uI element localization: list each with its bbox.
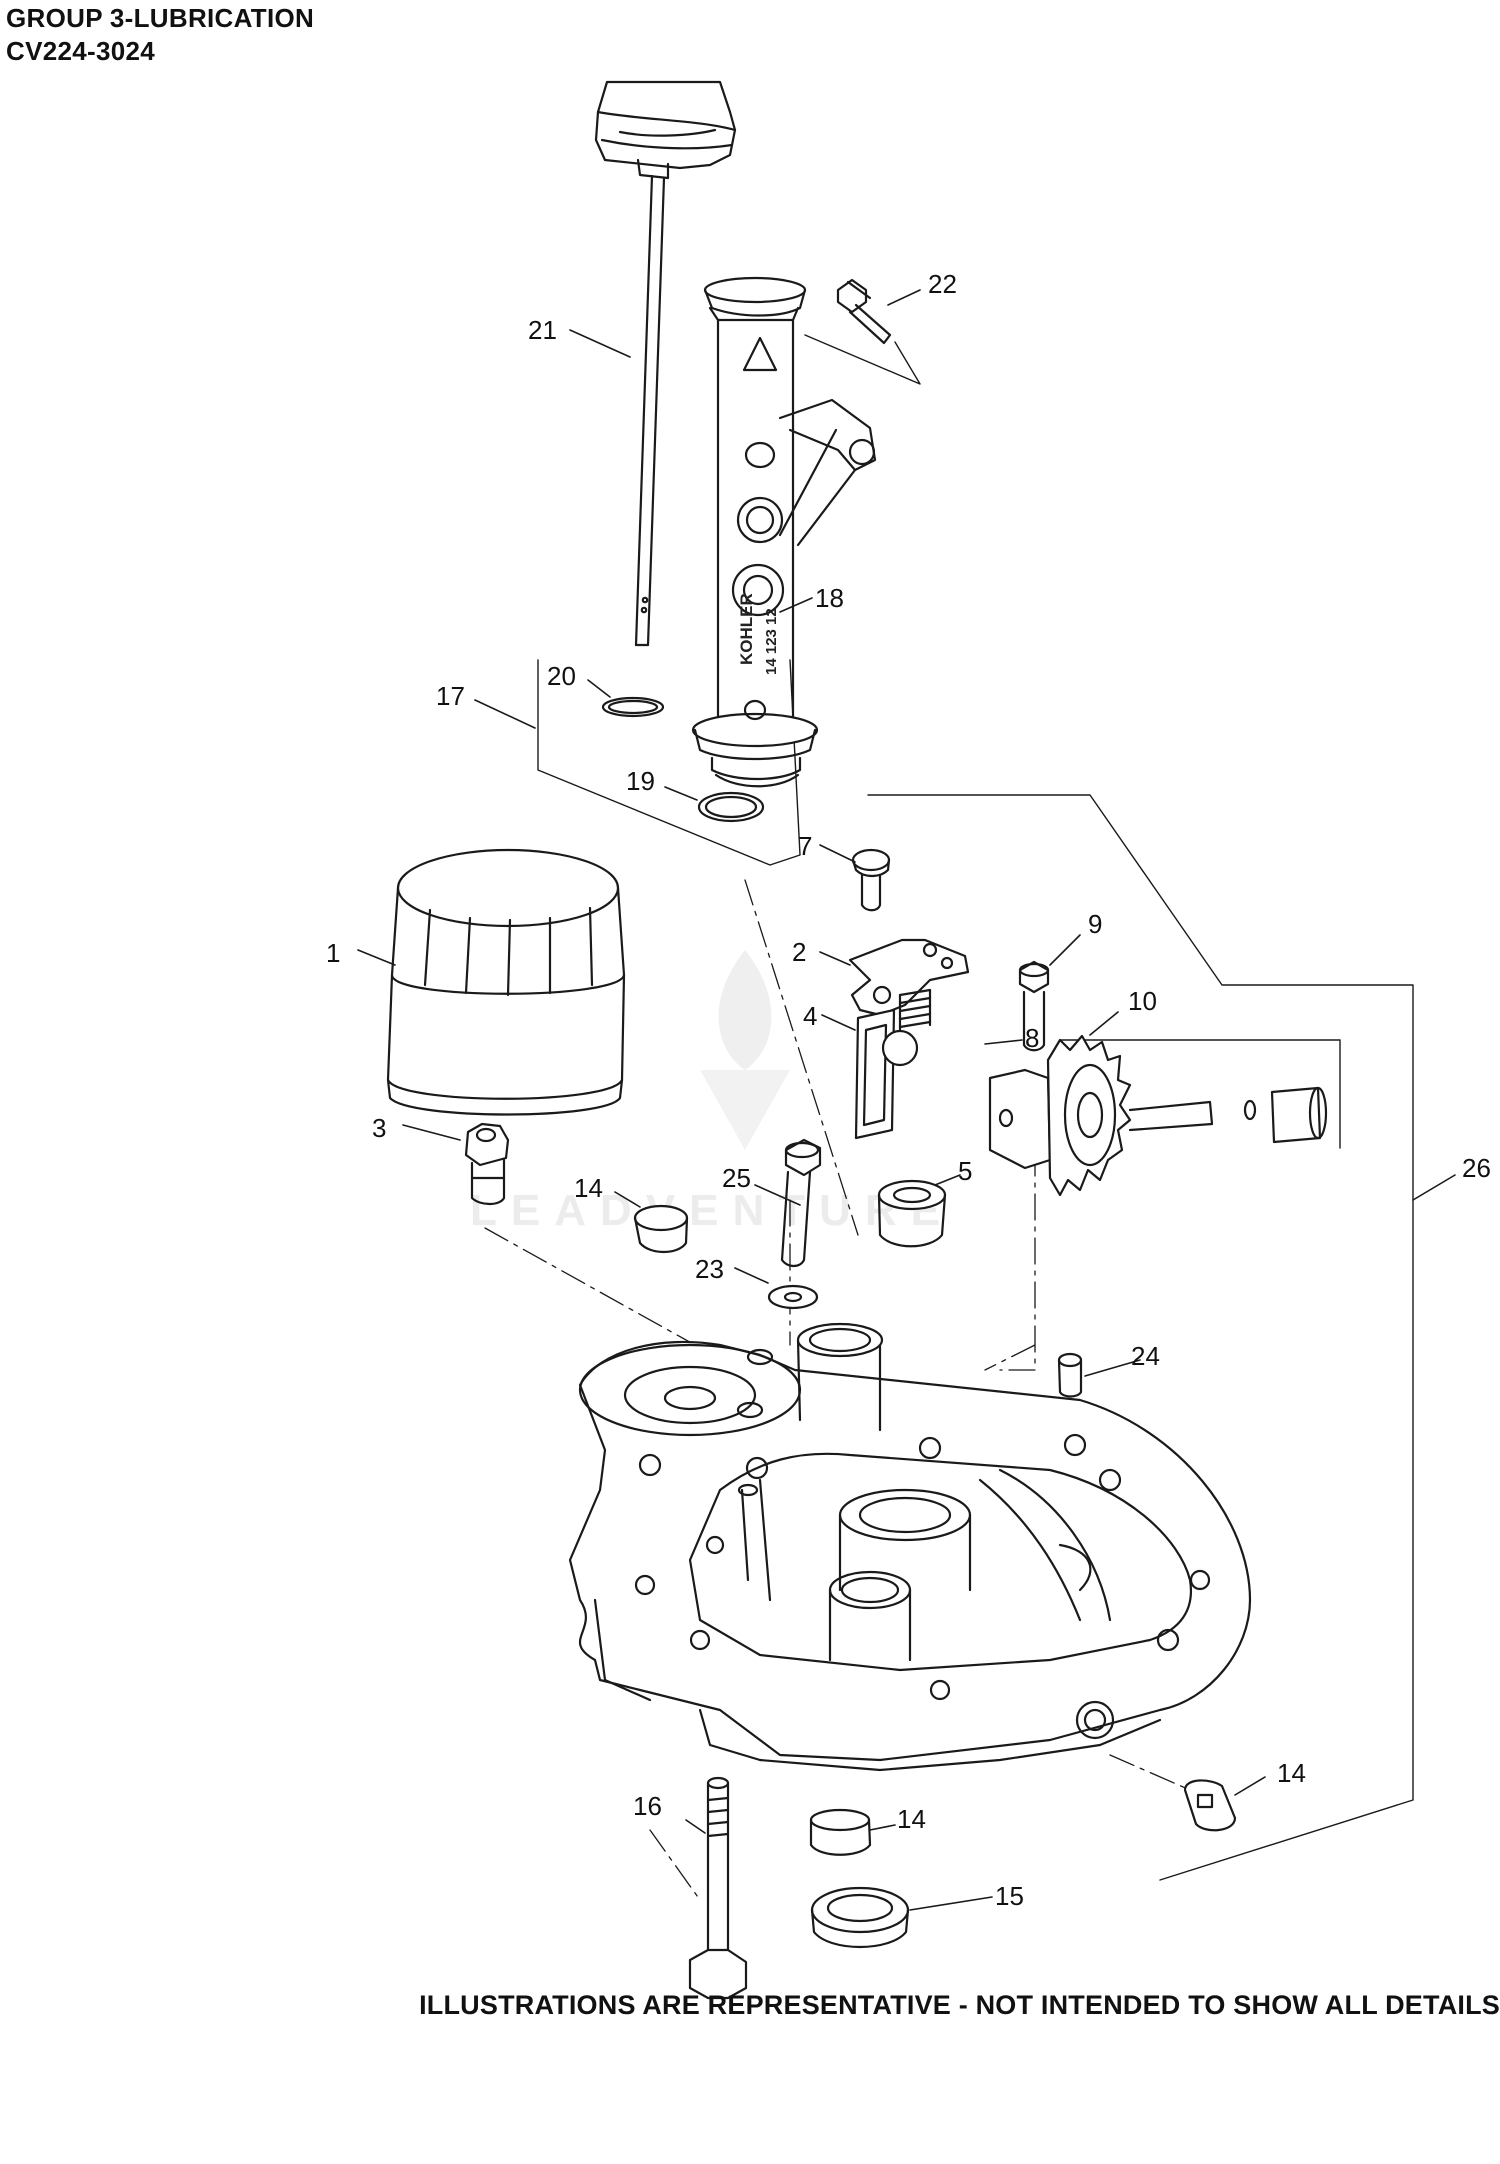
ball-part-8 — [881, 1029, 919, 1067]
callout-20: 20 — [547, 661, 576, 691]
watermark: LEADVENTURE — [470, 950, 954, 1235]
callout-8: 8 — [1025, 1023, 1039, 1053]
tube-brand-text: KOHLER — [737, 593, 756, 665]
oil-seal-part-15 — [810, 1886, 910, 1948]
leader-lines — [357, 289, 1456, 1911]
plate-part-2 — [848, 938, 970, 1017]
dowel-part-24 — [1057, 1352, 1083, 1398]
callout-17: 17 — [436, 681, 465, 711]
callout-19: 19 — [626, 766, 655, 796]
callout-5: 5 — [958, 1156, 972, 1186]
callout-25: 25 — [722, 1163, 751, 1193]
callout-labels: 1 2 3 4 5 7 8 9 10 14 14 14 15 16 17 18 … — [326, 269, 1491, 1911]
o-ring-part-19 — [697, 791, 765, 823]
callout-1: 1 — [326, 938, 340, 968]
callout-7: 7 — [798, 831, 812, 861]
dipstick-part-21 — [594, 80, 737, 647]
bolt-part-9 — [1018, 960, 1050, 1052]
watermark-text: LEADVENTURE — [470, 1186, 954, 1235]
callout-10: 10 — [1128, 986, 1157, 1016]
callout-14-right: 14 — [1277, 1758, 1306, 1788]
callout-18: 18 — [815, 583, 844, 613]
plug-part-14-right — [1183, 1779, 1237, 1832]
closure-plate-part-26 — [568, 1322, 1252, 1772]
disclaimer-note: ILLUSTRATIONS ARE REPRESENTATIVE - NOT I… — [419, 1990, 1500, 2020]
callout-24: 24 — [1131, 1341, 1160, 1371]
bolt-part-16 — [688, 1776, 748, 2000]
oil-pump-part-10 — [988, 1034, 1328, 1197]
diagram-header: GROUP 3-LUBRICATION CV224-3024 — [6, 2, 314, 68]
callout-3: 3 — [372, 1113, 386, 1143]
bolt-part-22 — [836, 278, 892, 345]
bushing-part-5 — [877, 1179, 947, 1248]
screw-part-7 — [851, 848, 891, 912]
callout-15: 15 — [995, 1881, 1024, 1911]
callout-14-lower: 14 — [897, 1804, 926, 1834]
callout-26: 26 — [1462, 1153, 1491, 1183]
tube-code-text: 14 123 12 — [763, 608, 780, 675]
callout-22: 22 — [928, 269, 957, 299]
plug-part-14-upper — [633, 1204, 689, 1254]
tube-markings: KOHLER 14 123 12 — [737, 593, 780, 675]
model-number: CV224-3024 — [6, 36, 155, 66]
callout-2: 2 — [792, 937, 806, 967]
dipstick-tube-part-18 — [691, 276, 877, 788]
callout-21: 21 — [528, 315, 557, 345]
plug-part-14-lower — [809, 1808, 872, 1856]
callout-23: 23 — [695, 1254, 724, 1284]
bracket-lines — [537, 334, 1414, 1881]
callout-9: 9 — [1088, 909, 1102, 939]
bolt-part-25 — [780, 1138, 822, 1268]
callout-16: 16 — [633, 1791, 662, 1821]
callout-4: 4 — [803, 1001, 817, 1031]
callout-14-upper: 14 — [574, 1173, 603, 1203]
washer-part-23 — [767, 1284, 819, 1310]
gasket-part-4 — [854, 1008, 896, 1140]
spring — [898, 988, 932, 1032]
group-title: GROUP 3-LUBRICATION — [6, 3, 315, 33]
o-ring-part-20 — [601, 696, 665, 718]
nipple-part-3 — [464, 1122, 510, 1206]
oil-filter-part-1 — [386, 848, 626, 1116]
